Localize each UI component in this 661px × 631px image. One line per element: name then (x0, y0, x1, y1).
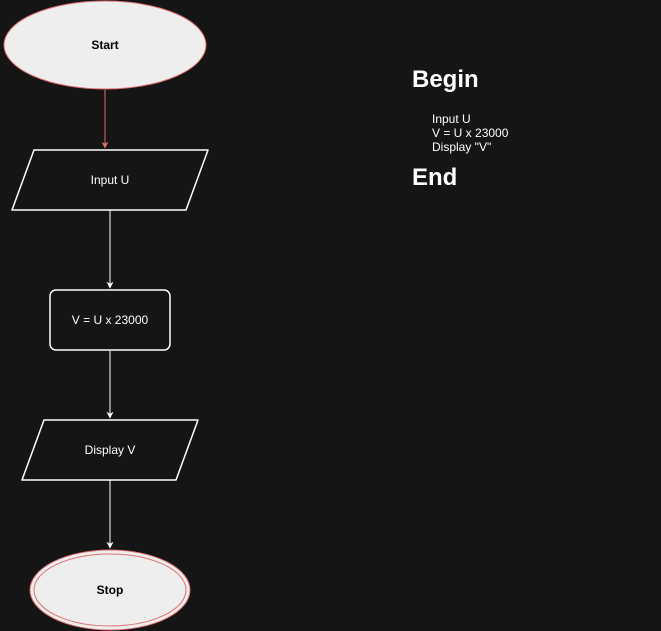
start-node: Start (3, 0, 207, 90)
display-label: Display V (85, 443, 136, 457)
stop-shape-inner (33, 553, 187, 627)
pseudocode-end: End (412, 164, 458, 191)
process-label: V = U x 23000 (72, 313, 149, 327)
process-node: V = U x 23000 (49, 289, 171, 351)
pseudocode-begin: Begin (412, 66, 479, 93)
pseudocode-line: V = U x 23000 (432, 126, 509, 140)
process-shape (49, 289, 171, 351)
input-node: Input U (11, 149, 209, 211)
pseudocode-line: Input U (432, 112, 471, 126)
pseudocode-body: Input U V = U x 23000 Display "V" (432, 112, 508, 154)
display-shape (21, 419, 199, 481)
display-node: Display V (21, 419, 199, 481)
start-label: Start (91, 38, 118, 52)
pseudocode-block: Begin Input U V = U x 23000 Display "V" … (412, 66, 508, 192)
start-shape (3, 0, 207, 90)
input-shape (11, 149, 209, 211)
stop-node: Stop (29, 549, 191, 631)
input-label: Input U (91, 173, 130, 187)
stop-label: Stop (97, 583, 124, 597)
pseudocode-line: Display "V" (432, 140, 492, 154)
